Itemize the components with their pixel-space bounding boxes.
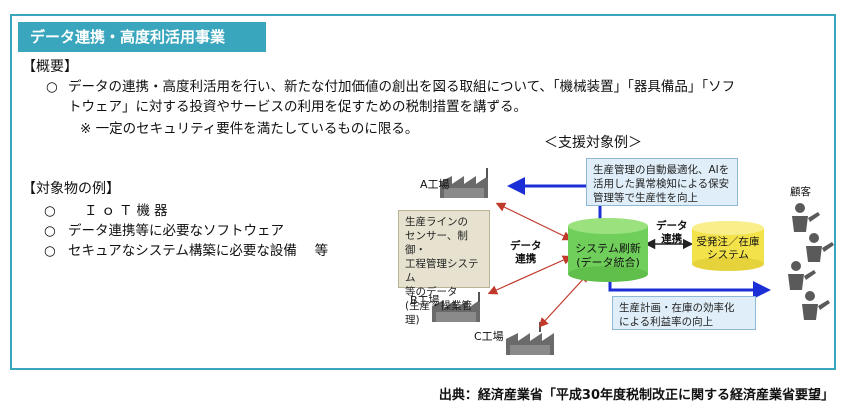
- overview-heading: 【概要】: [22, 59, 78, 75]
- example-mark-2: ○: [44, 223, 56, 239]
- diagram-heading: ＜支援対象例＞: [544, 135, 642, 151]
- overview-note: ※ 一定のセキュリティ要件を満たしているものに限る。: [80, 121, 419, 137]
- factory-c-label: C工場: [474, 330, 504, 343]
- link-c-arrow: [538, 272, 590, 328]
- system-refresh-label: システム刷新 (データ統合): [575, 242, 641, 269]
- factory-b-icon: [432, 292, 480, 322]
- order-system-label: 受発注／在庫 システム: [696, 236, 760, 261]
- source-citation: 出典：経済産業省「平成30年度税制改正に関する経済産業省要望」: [438, 388, 834, 403]
- customer-label: 顧客: [790, 186, 811, 198]
- data-link-label-right: データ 連携: [656, 220, 688, 245]
- factory-a-label: A工場: [420, 178, 450, 191]
- profit-note: 生産計画・在庫の効率化 による利益率の向上: [612, 296, 756, 330]
- page-title: データ連携・高度利活用事業: [18, 22, 266, 52]
- order-system-cylinder: [692, 221, 764, 271]
- sensor-data-note: 生産ラインの センサー、制御・ 工程管理システム 等のデータ (生産・操業管理): [398, 210, 490, 326]
- example-item-2: データ連携等に必要なソフトウェア: [68, 223, 284, 239]
- overview-line-2: トウェア」に対する投資やサービスの利用を促すための税制措置を講ずる。: [68, 99, 527, 115]
- factory-c-icon: [506, 322, 554, 355]
- link-b-arrow: [487, 255, 573, 295]
- overview-bullet: ○: [46, 79, 58, 95]
- example-mark-3: ○: [44, 243, 56, 259]
- example-item-1: ＩｏＴ機器: [84, 203, 172, 219]
- example-item-3: セキュアなシステム構築に必要な設備 等: [68, 243, 329, 259]
- factory-a-icon: [440, 168, 488, 198]
- examples-heading: 【対象物の例】: [22, 181, 120, 197]
- example-mark-1: ○: [44, 203, 56, 219]
- factory-b-label: B工場: [410, 294, 440, 307]
- link-a-arrow: [495, 202, 573, 241]
- system-refresh-cylinder: [568, 218, 648, 282]
- overview-line-1: データの連携・高度利活用を行い、新たな付加価値の創出を図る取組について、「機械装…: [68, 79, 736, 95]
- customer-icons: [788, 203, 834, 320]
- data-link-label-left: データ 連携: [510, 240, 542, 265]
- productivity-note: 生産管理の自動最適化、AIを 活用した異常検知による保安 管理等で生産性を向上: [586, 158, 738, 206]
